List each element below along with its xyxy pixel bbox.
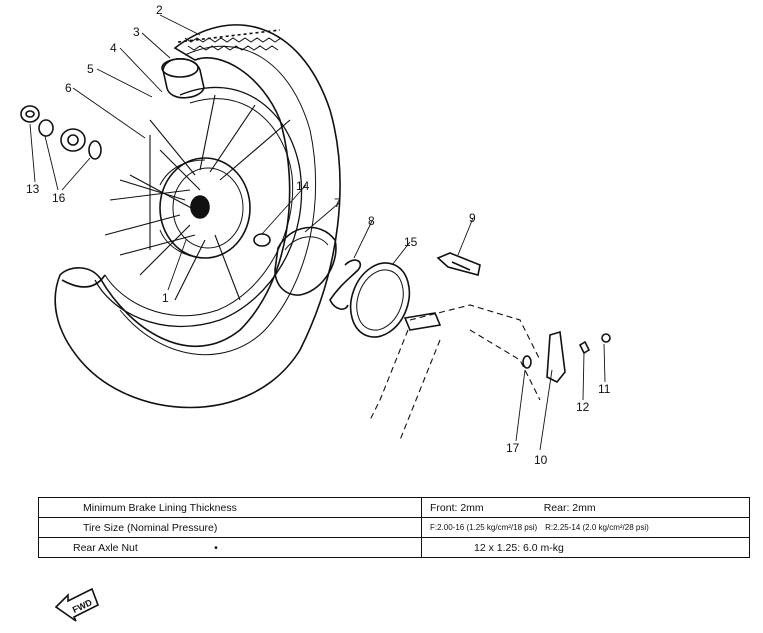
tire-drawing [54,24,341,409]
callout-11: 11 [598,382,611,396]
spec-label-tire-size: Tire Size (Nominal Pressure) [38,517,422,538]
spec-row-brake-lining: Minimum Brake Lining Thickness Front: 2m… [38,497,750,518]
spec-row-axle-nut: Rear Axle Nut • 12 x 1.25: 6.0 m-kg [38,537,750,558]
spec-rear-lining: Rear: 2mm [543,501,596,514]
cotter-pin-drawing [522,355,532,369]
spec-table: Minimum Brake Lining Thickness Front: 2m… [38,497,750,558]
callout-14: 14 [296,179,310,193]
spec-front-tire: F:2.00-16 (1.25 kg/cm²/18 psi) [430,523,538,532]
spec-value-axle-nut: 12 x 1.25: 6.0 m-kg [421,537,750,558]
callout-8: 8 [368,214,375,228]
spec-label-brake-lining: Minimum Brake Lining Thickness [38,497,422,518]
tube-drawing [162,57,205,99]
spec-axle-nut-mark: • [214,541,218,554]
callout-4: 4 [110,41,117,55]
brake-arm-drawing [546,330,566,384]
spec-value-tire-size: F:2.00-16 (1.25 kg/cm²/18 psi) R:2.25-14 … [421,517,750,538]
spec-axle-nut-text: Rear Axle Nut [73,541,138,554]
callout-5: 5 [87,62,94,76]
washer-12-drawing [578,340,591,355]
axle-parts-drawing [20,105,102,160]
callout-9: 9 [469,211,476,225]
callout-12: 12 [576,400,590,414]
rim-drawing [94,86,303,328]
callout-17: 17 [506,441,520,455]
callout-10: 10 [534,453,548,467]
fwd-arrow-badge: FWD [54,587,100,622]
spokes-drawing [104,94,291,301]
callout-16: 16 [52,191,66,205]
callout-1: 1 [162,291,169,305]
swing-arm-outline [369,304,541,441]
callout-2: 2 [156,3,163,17]
callout-6: 6 [65,81,72,95]
spec-front-lining: Front: 2mm [430,501,484,514]
bolt-11-drawing [601,333,611,343]
hub-drawing [159,157,251,259]
callout-13: 13 [26,182,40,196]
spring-drawing [329,259,362,310]
callout-7: 7 [334,196,341,210]
bolt-drawing [436,252,481,276]
spec-rear-tire: R:2.25-14 (2.0 kg/cm²/28 psi) [545,523,649,532]
spec-value-brake-lining: Front: 2mm Rear: 2mm [421,497,750,518]
exploded-wheel-diagram: 2 3 4 5 6 14 7 8 9 15 1 13 16 10 17 12 1… [20,3,611,467]
spec-row-tire-size: Tire Size (Nominal Pressure) F:2.00-16 (… [38,517,750,538]
spec-label-axle-nut: Rear Axle Nut • [38,537,422,558]
callout-15: 15 [404,235,418,249]
callout-3: 3 [133,25,140,39]
